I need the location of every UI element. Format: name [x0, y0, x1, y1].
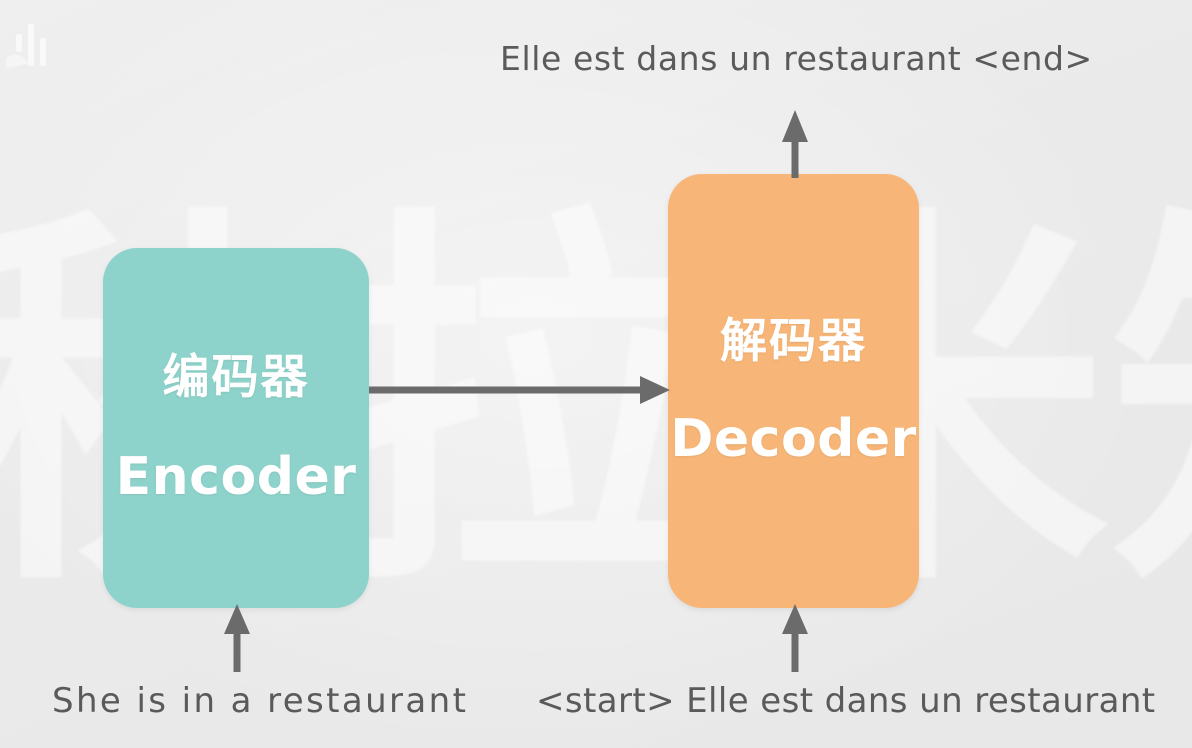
shanghai-watermark-logo-icon [6, 24, 46, 68]
encoder-input-caption: She is in a restaurant [52, 681, 469, 721]
watermark-char-2: 拉 [330, 178, 720, 632]
decoder-block[interactable]: 解码器 Decoder [668, 174, 919, 608]
encoder-en-label: Encoder [115, 446, 357, 507]
arrow-up-into-decoder-icon [782, 604, 808, 672]
decoder-output-caption: Elle est dans un restaurant <end> [500, 39, 1093, 78]
arrow-up-out-of-decoder-icon [782, 110, 808, 178]
decoder-input-caption: <start> Elle est dans un restaurant [536, 681, 1156, 721]
arrow-up-into-encoder-icon [224, 604, 250, 672]
arrow-right-encoder-to-decoder-icon [369, 376, 670, 404]
encoder-block[interactable]: 编码器 Encoder [103, 248, 369, 608]
decoder-en-label: Decoder [670, 408, 917, 469]
decoder-cn-label: 解码器 [720, 313, 867, 369]
encoder-cn-label: 编码器 [162, 349, 310, 405]
watermark-char-4: 知 [1110, 210, 1192, 600]
